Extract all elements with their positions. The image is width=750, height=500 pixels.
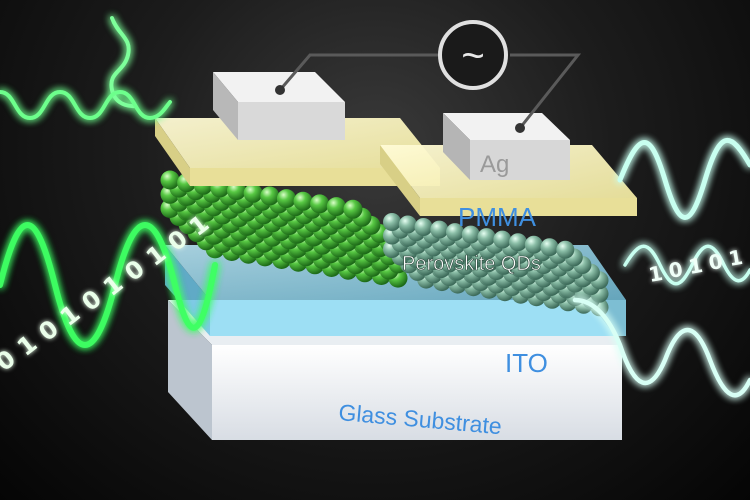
light-wave-top-left [0,89,172,121]
label-ag: Ag [480,151,509,178]
binary-digit: 0 [0,344,21,376]
binary-digit: 0 [76,284,106,316]
label-pmma: PMMA [458,202,537,232]
pmma-layer-left [155,118,440,186]
perovskite-qd-cluster-left [160,170,408,288]
quantum-dot [310,194,330,214]
binary-digit: 1 [98,269,128,301]
quantum-dot [540,238,559,257]
binary-digit: 0 [707,249,725,275]
quantum-dot [430,220,449,239]
light-wave-right-upper [617,137,750,220]
quantum-dot [326,197,346,217]
quantum-dot [383,213,401,231]
ag-electrode-left [213,72,345,140]
quantum-dot [461,225,480,244]
quantum-dot [160,170,180,190]
light-wave-top-left-upper [109,16,137,109]
light-wave-right-mid [623,244,750,286]
quantum-dot [509,233,527,252]
ag-electrode-right [443,113,570,180]
quantum-dot [276,189,296,209]
ac-source: ~ [438,20,508,90]
label-ito: ITO [505,348,548,378]
light-wave-left [0,222,218,348]
binary-digit: 1 [12,329,42,361]
binary-digit: 1 [727,245,745,271]
quantum-dot [414,218,433,236]
light-waves [0,16,750,398]
binary-digit: 1 [687,253,705,279]
quantum-dot [524,235,543,254]
binary-digit: 0 [667,257,685,283]
quantum-dot [477,228,496,247]
label-perovskite-qds: Perovskite QDs [402,253,541,275]
quantum-dot [243,183,263,203]
quantum-dot [293,191,313,211]
quantum-dot [343,199,363,219]
perovskite-qd-cluster-right [383,213,609,317]
ac-source-symbol: ~ [461,34,484,78]
quantum-dot [556,240,575,259]
quantum-dot [398,215,417,234]
binary-digit: 0 [33,314,63,346]
quantum-dot [446,223,464,242]
binary-digit: 1 [647,261,665,287]
quantum-dot [493,230,512,249]
light-wave-right-lower [572,297,750,398]
quantum-dot [260,186,280,206]
circuit-wiring [275,53,582,133]
